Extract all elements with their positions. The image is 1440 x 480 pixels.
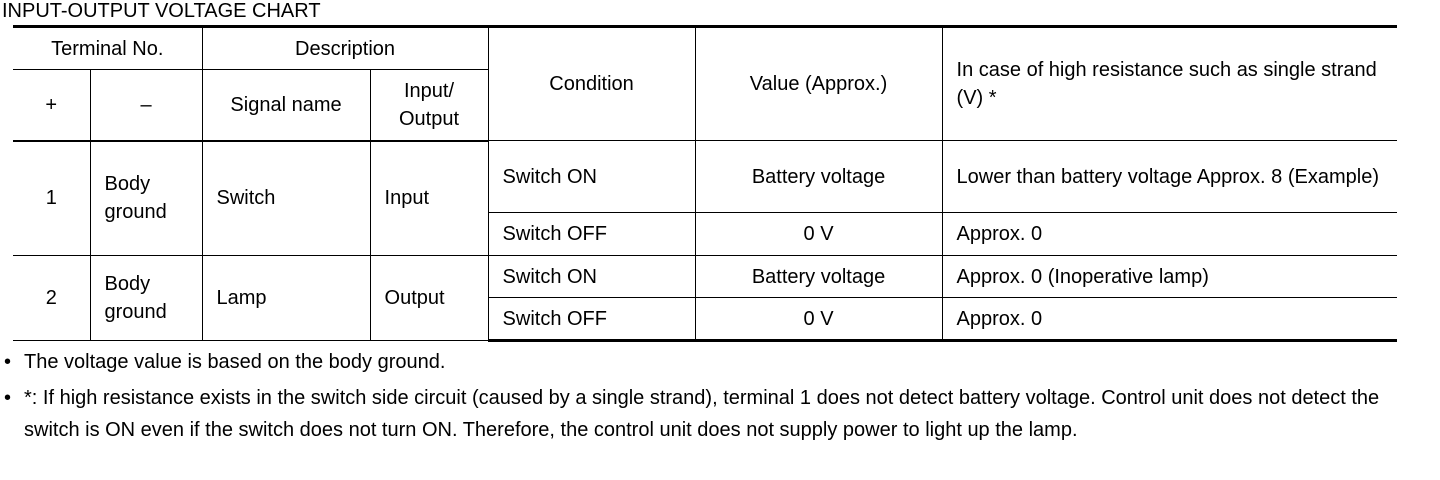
input-output: Output	[369, 255, 489, 341]
header-description: Description	[201, 25, 489, 70]
condition: Switch ON	[487, 255, 696, 298]
header-row-2: + – Signal name Input/ Output	[13, 69, 1397, 142]
voltage-chart-table: Terminal No. Description Condition Value…	[13, 25, 1398, 342]
high-resistance-value: Approx. 0	[941, 297, 1398, 342]
high-resistance-value: Lower than battery voltage Approx. 8 (Ex…	[941, 140, 1398, 213]
terminal-plus: 2	[13, 255, 91, 341]
condition: Switch OFF	[487, 297, 696, 342]
notes-section: • The voltage value is based on the body…	[4, 346, 1424, 450]
header-value: Value (Approx.)	[694, 25, 943, 141]
header-input-output: Input/ Output	[369, 69, 489, 142]
bullet: •	[4, 351, 12, 373]
list-item: • *: If high resistance exists in the sw…	[4, 382, 1424, 446]
terminal-minus: Body ground	[89, 255, 203, 341]
header-minus: –	[89, 69, 203, 142]
value: Battery voltage	[694, 140, 943, 213]
note-text: *: If high resistance exists in the swit…	[24, 387, 1380, 441]
value: 0 V	[694, 212, 943, 256]
header-row-1: Terminal No. Description Condition Value…	[13, 25, 1398, 141]
condition: Switch OFF	[487, 212, 696, 256]
note-text: The voltage value is based on the body g…	[24, 351, 446, 373]
chart-title: INPUT-OUTPUT VOLTAGE CHART	[2, 0, 321, 22]
header-terminal-no: Terminal No.	[13, 25, 203, 70]
header-high-resistance: In case of high resistance such as singl…	[941, 25, 1398, 141]
high-resistance-value: Approx. 0 (Inoperative lamp)	[941, 255, 1398, 298]
table-row: Switch OFF 0 V Approx. 0	[13, 297, 1398, 342]
value: 0 V	[694, 297, 943, 342]
table-row: Switch OFF 0 V Approx. 0	[13, 212, 1398, 256]
input-output: Input	[369, 140, 489, 256]
high-resistance-value: Approx. 0	[941, 212, 1398, 256]
condition: Switch ON	[487, 140, 696, 213]
value: Battery voltage	[694, 255, 943, 298]
signal-name: Lamp	[201, 255, 371, 341]
header-condition: Condition	[487, 25, 696, 141]
table-row: 1 Body ground Switch Input Switch ON Bat…	[13, 140, 1398, 256]
list-item: • The voltage value is based on the body…	[4, 346, 1424, 378]
header-signal-name: Signal name	[201, 69, 371, 142]
table-row: 2 Body ground Lamp Output Switch ON Batt…	[13, 255, 1398, 341]
signal-name: Switch	[201, 140, 371, 256]
bullet: •	[4, 387, 12, 409]
header-plus: +	[13, 69, 91, 142]
terminal-minus: Body ground	[89, 140, 203, 256]
terminal-plus: 1	[13, 140, 91, 256]
